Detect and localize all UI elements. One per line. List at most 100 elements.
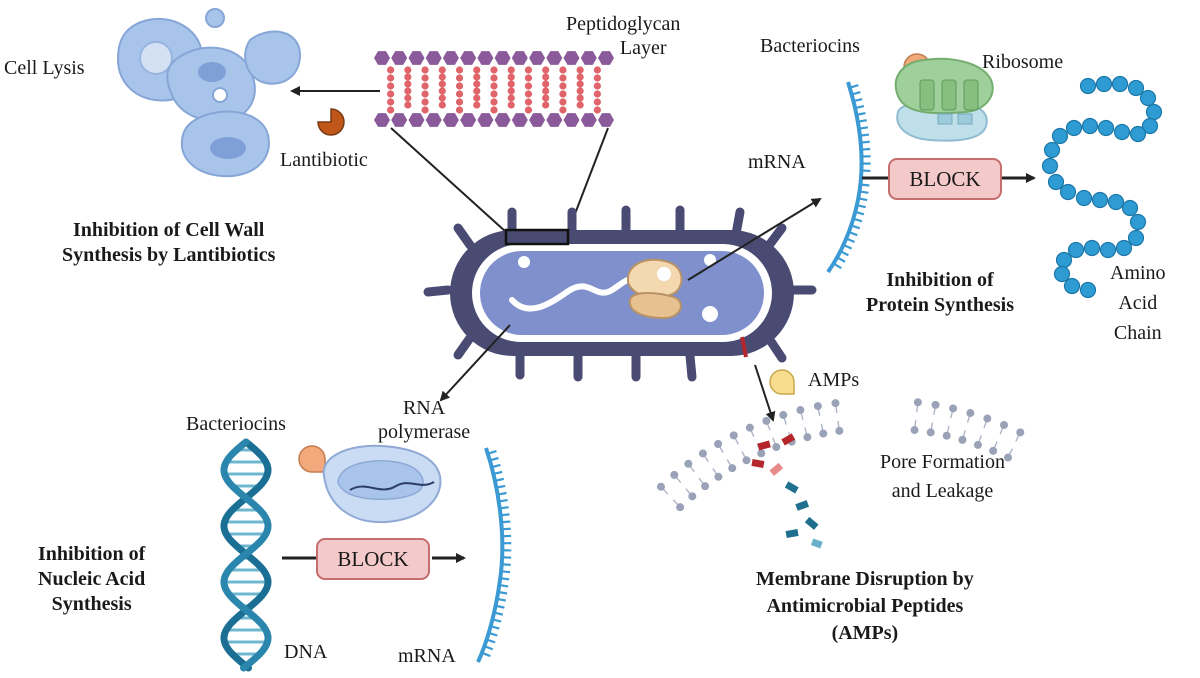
lipid-head [913,398,922,407]
lipid-head [688,492,697,501]
dna-strand-b [220,438,272,672]
mrna-base [481,651,491,658]
peptide-bead [559,106,567,114]
peptide-bead [559,90,567,98]
bacterium-cytoplasm [480,251,764,335]
glycan-hexagon [425,113,442,127]
amino-acid-chain-label: Amino Acid Chain [1110,258,1166,348]
glycan-hexagon [494,51,511,65]
pore-formation-label: Pore Formation and Leakage [880,448,1005,506]
glycan-hexagon [374,51,390,65]
mrna-base [500,513,510,517]
peptide-bead [507,87,515,95]
amino-acid-bead [1097,119,1115,137]
amino-acid-bead [1063,277,1081,295]
glycan-hexagon [374,113,390,127]
peptide-bead [455,106,464,114]
mrna-base [853,217,863,223]
pore-label-line1: Pore Formation [880,451,1005,473]
peptide-bead [507,101,515,109]
bacteriocins-top-label: Bacteriocins [760,35,860,57]
mrna-base [496,484,506,489]
peptide-bead [438,66,446,74]
peptide-bead [404,94,412,102]
mrna-base [496,597,507,602]
mrna-base [845,237,855,243]
dna-double-helix [220,438,272,672]
mrna-base [850,224,861,230]
rna-pol-label-line1: RNA [402,397,446,419]
glycan-hexagon [511,113,528,127]
mrna-base [833,262,842,270]
amino-acid-bead [1111,75,1129,93]
protein-synthesis-title: Inhibition of Protein Synthesis [866,268,1014,318]
glycan-hexagon [529,113,546,127]
cytoplasm-granule-3 [704,254,716,266]
peptide-bead [593,82,601,90]
protein-title-line2: Protein Synthesis [866,294,1014,316]
glycan-hexagon [494,113,511,127]
peptide-bead [593,90,601,98]
glycan-hexagon [391,51,408,65]
lipid-head [1004,453,1013,462]
amino-acid-bead [1121,199,1139,217]
cell-lysis-label: Cell Lysis [4,57,85,79]
lipid-head [813,402,822,411]
mrna-base [856,112,866,116]
glycan-hexagon [546,51,563,65]
lipid-head [803,433,812,442]
mrna-base [491,463,501,469]
mrna-base [858,197,868,202]
membrane-disruption-title: Membrane Disruption by Antimicrobial Pep… [756,566,974,647]
amp-drop [769,369,795,395]
peptide-bead [438,94,446,102]
lipid-head [729,431,738,440]
peptide-bead [576,101,584,109]
peptide-bead [507,66,515,74]
peptide-bead [387,90,395,98]
peptide-bead [524,90,533,98]
mrna-base [859,133,870,137]
amino-acid-bead [1041,157,1059,175]
membrane-title-line2: Antimicrobial Peptides [766,595,964,617]
mrna-base [856,204,866,209]
block-protein-synthesis: BLOCK [888,158,1002,200]
peptide-bead [576,73,584,81]
peptide-bead [559,74,567,82]
amino-acid-bead [1129,125,1147,143]
cytoplasm-granule-4 [518,256,530,268]
cytoplasm-granule-2 [702,306,718,322]
glycan-hexagon [563,113,580,127]
glycan-hexagon [442,51,459,65]
lantibiotic-drop [317,108,345,136]
peptidoglycan-layer [374,51,614,127]
peptide-bead [507,80,515,88]
lipid-head [701,482,710,491]
cell-wall-title-line1: Inhibition of Cell Wall [73,219,265,241]
rna-polymerase-label: RNA polymerase [378,396,470,444]
peptide-bead [438,80,446,88]
peptide-bead [559,82,567,90]
glycan-hexagon [598,51,614,65]
mrna-base [487,450,497,455]
amino-acid-bead [1145,103,1163,121]
lipid-head [910,426,919,435]
peptide-bead [387,82,395,90]
ribosome-label: Ribosome [982,51,1064,73]
mrna-base [486,638,496,644]
peptide-bead [542,94,550,102]
peptide-bead [404,101,412,109]
glycan-hexagon [563,51,580,65]
amino-acid-bead [1115,239,1133,257]
mrna-base [498,590,508,595]
mrna-base [854,210,865,216]
mrna-base [489,456,499,462]
glycan-hexagon [408,51,425,65]
mrna-base [495,604,505,609]
mrna-base [853,97,863,103]
bacterial-chromosome [509,276,635,312]
lipid-head [989,446,998,455]
peptide-bead [524,74,533,82]
lipid-head [714,472,723,481]
